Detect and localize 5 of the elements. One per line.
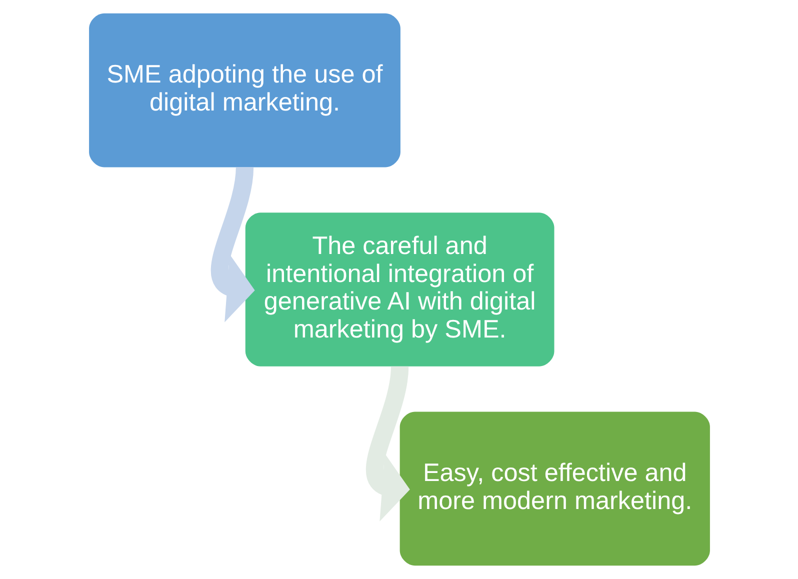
node-box: SME adpoting the use of digital marketing. xyxy=(88,13,400,168)
node-box: The careful and intentional integration of generative AI with digital marketing by SME. xyxy=(244,212,554,366)
node-box: Easy, cost effective and more modern marketing. xyxy=(399,412,710,566)
arrow xyxy=(210,166,254,322)
arrow xyxy=(366,366,410,522)
